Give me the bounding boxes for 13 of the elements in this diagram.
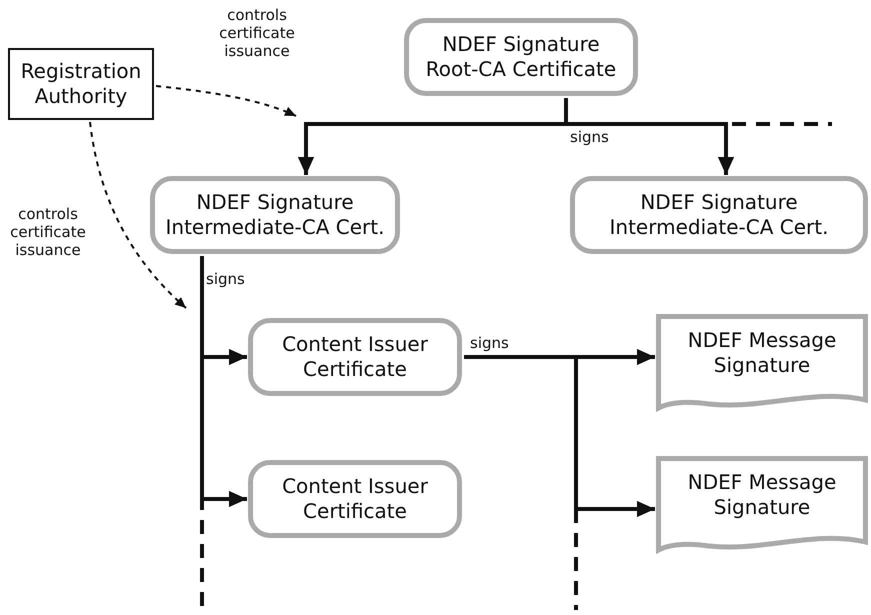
edge-label: signs — [206, 270, 245, 288]
edge-label: signs — [570, 128, 609, 146]
edge-label: signs — [470, 334, 509, 352]
dashed-line — [464, 355, 578, 610]
dashed-line — [564, 98, 832, 126]
dashed-arrow — [89, 122, 187, 309]
dashed-arrow — [156, 85, 296, 117]
certificate-box: Content Issuer Certificate — [248, 318, 462, 396]
certificate-box: Content Issuer Certificate — [248, 460, 462, 538]
certificate-box: NDEF Signature Intermediate-CA Cert. — [150, 176, 400, 254]
certificate-box: NDEF Signature Intermediate-CA Cert. — [570, 176, 868, 254]
authority-box: Registration Authority — [8, 48, 154, 120]
certificate-box: NDEF Signature Root-CA Certificate — [404, 18, 638, 96]
